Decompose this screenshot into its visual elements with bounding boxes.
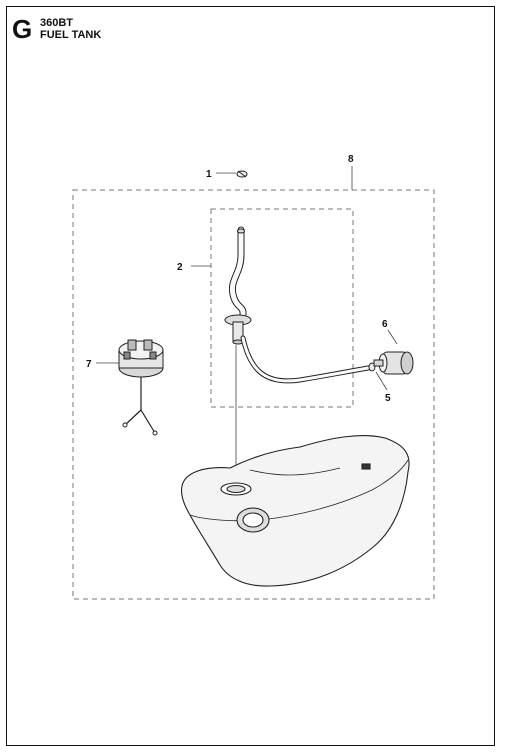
callout-label-8: 8 bbox=[348, 154, 354, 165]
leader-6 bbox=[387, 329, 398, 345]
fuel-hose-part-2 bbox=[224, 226, 371, 384]
page-title: FUEL TANK bbox=[40, 29, 102, 41]
fuel-tank bbox=[180, 435, 410, 587]
fuel-filter-part-6 bbox=[373, 351, 414, 375]
callout-label-6: 6 bbox=[382, 319, 388, 330]
section-letter: G bbox=[12, 14, 33, 44]
callout-label-2: 2 bbox=[177, 262, 183, 273]
model-name: 360BT bbox=[40, 17, 74, 29]
clamp-part-1 bbox=[236, 170, 248, 178]
kit-boundary-8 bbox=[72, 189, 435, 600]
callout-label-7: 7 bbox=[86, 359, 92, 370]
page-border bbox=[6, 6, 495, 746]
fuel-cap-part-7 bbox=[118, 339, 164, 436]
callout-label-1: 1 bbox=[206, 169, 212, 180]
callout-label-5: 5 bbox=[385, 393, 391, 404]
hose-group-boundary-2 bbox=[210, 208, 354, 408]
leader-5 bbox=[375, 371, 388, 391]
